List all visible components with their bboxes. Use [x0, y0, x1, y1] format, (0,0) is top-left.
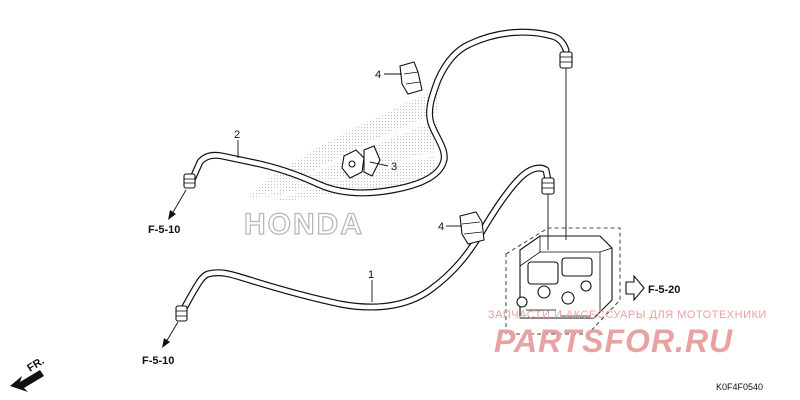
- reference-arrow-right: [625, 274, 645, 302]
- callout-3: 3: [391, 161, 397, 173]
- callout-2: 2: [234, 129, 240, 141]
- diagram-code: K0F4F0540: [716, 382, 763, 392]
- site-watermark-name: PARTSFOR.RU: [494, 323, 733, 359]
- callout-4-lower: 4: [438, 221, 444, 233]
- hose-1-left-fitting: [175, 305, 188, 322]
- honda-watermark-text: HONDA: [244, 208, 364, 241]
- hose-joint-3: [341, 145, 381, 179]
- hose-2-right-fitting: [559, 51, 573, 69]
- front-direction-label: FR.: [25, 355, 46, 375]
- hose-1-right-fitting: [541, 177, 555, 195]
- reference-right: F-5-20: [648, 284, 680, 296]
- hose-2-left-fitting: [183, 173, 196, 189]
- abs-modulator-unit: [505, 227, 621, 335]
- reference-top-left: F-5-10: [148, 224, 180, 236]
- callout-4-upper: 4: [375, 69, 381, 81]
- brake-hose-1: [178, 164, 552, 316]
- hose-clamp-4-upper: [399, 61, 423, 95]
- hose-clamp-4-lower: [459, 211, 485, 245]
- reference-arrow-bottom-left: [162, 321, 179, 348]
- callout-1: 1: [368, 269, 374, 281]
- front-direction-icon: [10, 370, 44, 392]
- reference-arrow-top-left: [168, 189, 187, 220]
- site-watermark-tagline: ЗАПЧАСТИ И АКСЕССУАРЫ ДЛЯ МОТОТЕХНИКИ: [488, 309, 767, 321]
- brake-hose-2: [188, 28, 570, 197]
- leader-3: [369, 161, 389, 167]
- reference-bottom-left: F-5-10: [142, 355, 174, 367]
